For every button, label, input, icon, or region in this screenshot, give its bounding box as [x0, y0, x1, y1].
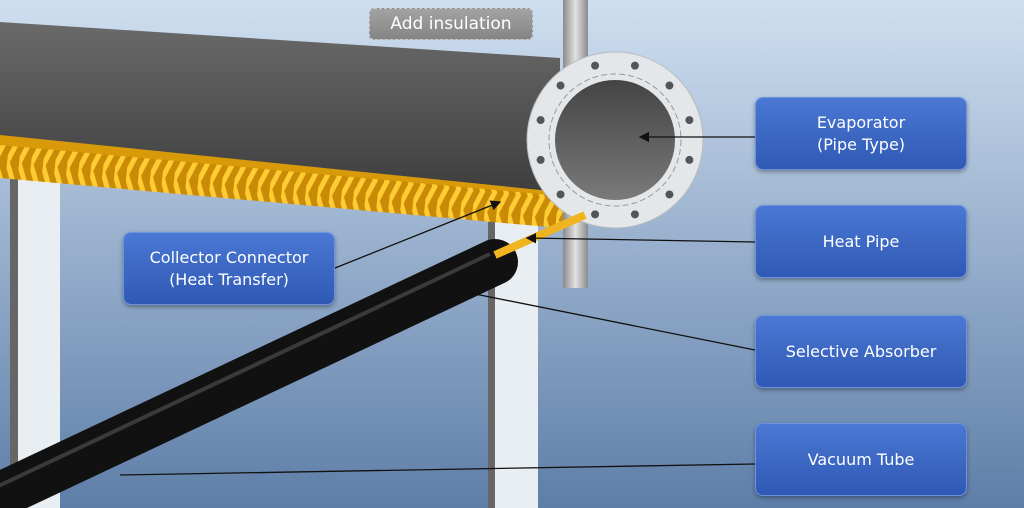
bolt-hole — [630, 61, 639, 70]
label-selective-absorber: Selective Absorber — [755, 315, 967, 388]
bolt-hole — [685, 155, 694, 164]
bolt-hole — [556, 190, 565, 199]
bolt-hole — [665, 190, 674, 199]
evaporator-pipe — [0, 22, 560, 192]
middle-post-edge — [488, 215, 495, 508]
bolt-hole — [591, 61, 600, 70]
flange-ring — [548, 73, 682, 207]
leader-vacuum-tube — [119, 463, 756, 476]
vacuum-tube-highlight — [0, 252, 491, 488]
label-line: (Pipe Type) — [816, 134, 906, 154]
leader-heat-pipe — [525, 232, 756, 244]
left-post-edge — [10, 165, 18, 508]
leader-collector-connector — [334, 200, 502, 269]
label-line: Collector Connector — [149, 247, 309, 267]
bolt-hole — [630, 210, 639, 219]
leader-selective-absorber — [464, 291, 756, 351]
collector-fins — [0, 135, 580, 228]
heat-pipe — [493, 211, 587, 259]
label-collector-connector: Collector Connector (Heat Transfer) — [123, 232, 335, 305]
label-line: Vacuum Tube — [807, 449, 915, 469]
bolt-hole — [556, 81, 565, 90]
bolt-hole — [685, 116, 694, 125]
label-line: Evaporator — [816, 112, 906, 132]
label-line: Heat Pipe — [822, 231, 900, 251]
label-line: (Heat Transfer) — [169, 269, 289, 289]
flange-bolt-holes — [536, 61, 694, 219]
label-evaporator: Evaporator (Pipe Type) — [755, 97, 967, 170]
bolt-hole — [536, 155, 545, 164]
label-heat-pipe: Heat Pipe — [755, 205, 967, 278]
bolt-hole — [665, 81, 674, 90]
vacuum-tube — [0, 239, 518, 508]
label-vacuum-tube: Vacuum Tube — [755, 423, 967, 496]
label-line: Selective Absorber — [785, 341, 937, 361]
bolt-hole — [591, 210, 600, 219]
bolt-hole — [536, 116, 545, 125]
pipe-opening — [555, 80, 675, 200]
add-insulation-button[interactable]: Add insulation — [369, 8, 533, 40]
